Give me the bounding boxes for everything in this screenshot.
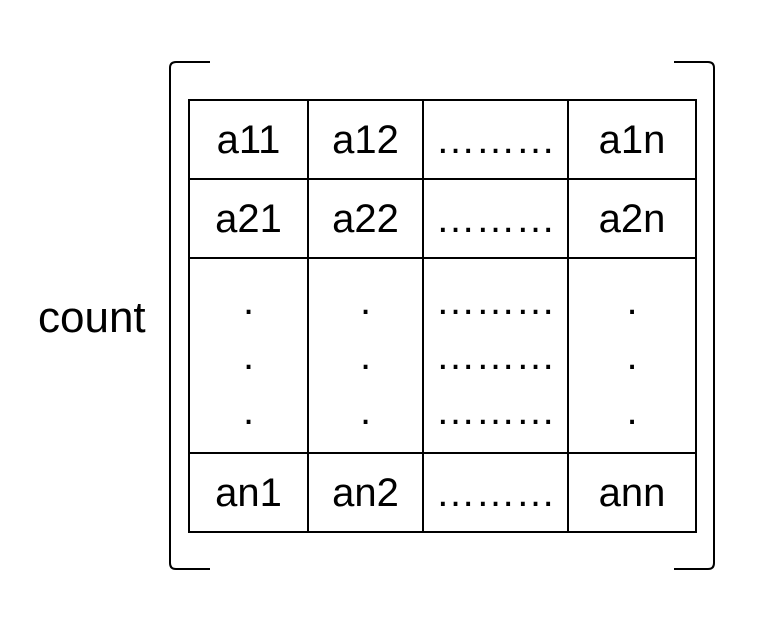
cell-row1-ellipsis: ………: [422, 99, 569, 180]
hdots: ………: [435, 388, 556, 433]
cell-an1: an1: [188, 452, 309, 533]
cell-a1n: a1n: [567, 99, 697, 180]
cell-an2: an2: [307, 452, 424, 533]
vdot: .: [626, 388, 638, 433]
count-label: count: [38, 293, 146, 342]
cell-ann: ann: [567, 452, 697, 533]
cell-a21: a21: [188, 178, 309, 259]
vdot: .: [359, 333, 372, 378]
cell-rown-ellipsis: ………: [422, 452, 569, 533]
vdot: .: [359, 278, 372, 323]
matrix-table: a11 a12 ……… a1n a21 a22 ……… a2n . . . . …: [188, 99, 697, 533]
cell-a11: a11: [188, 99, 309, 180]
matrix-row-vertical-ellipsis: . . . . . . ……… ……… ……… . . .: [188, 257, 697, 454]
vdot: .: [242, 278, 255, 323]
left-bracket: [169, 61, 210, 570]
vdot: .: [626, 333, 638, 378]
vdot: .: [242, 388, 255, 433]
matrix-row-n: an1 an2 ……… ann: [188, 452, 697, 533]
vdot: .: [242, 333, 255, 378]
matrix-row-1: a11 a12 ……… a1n: [188, 99, 697, 180]
cell-a12: a12: [307, 99, 424, 180]
cell-coln-vdots: . . .: [567, 257, 697, 454]
cell-col2-vdots: . . .: [307, 257, 424, 454]
cell-row2-ellipsis: ………: [422, 178, 569, 259]
cell-middle-ellipsis: ……… ……… ………: [422, 257, 569, 454]
cell-a2n: a2n: [567, 178, 697, 259]
vdot: .: [359, 388, 372, 433]
cell-col1-vdots: . . .: [188, 257, 309, 454]
hdots: ………: [435, 333, 556, 378]
vdot: .: [626, 278, 638, 323]
right-bracket: [674, 61, 715, 570]
cell-a22: a22: [307, 178, 424, 259]
matrix-row-2: a21 a22 ……… a2n: [188, 178, 697, 259]
hdots: ………: [435, 278, 556, 323]
